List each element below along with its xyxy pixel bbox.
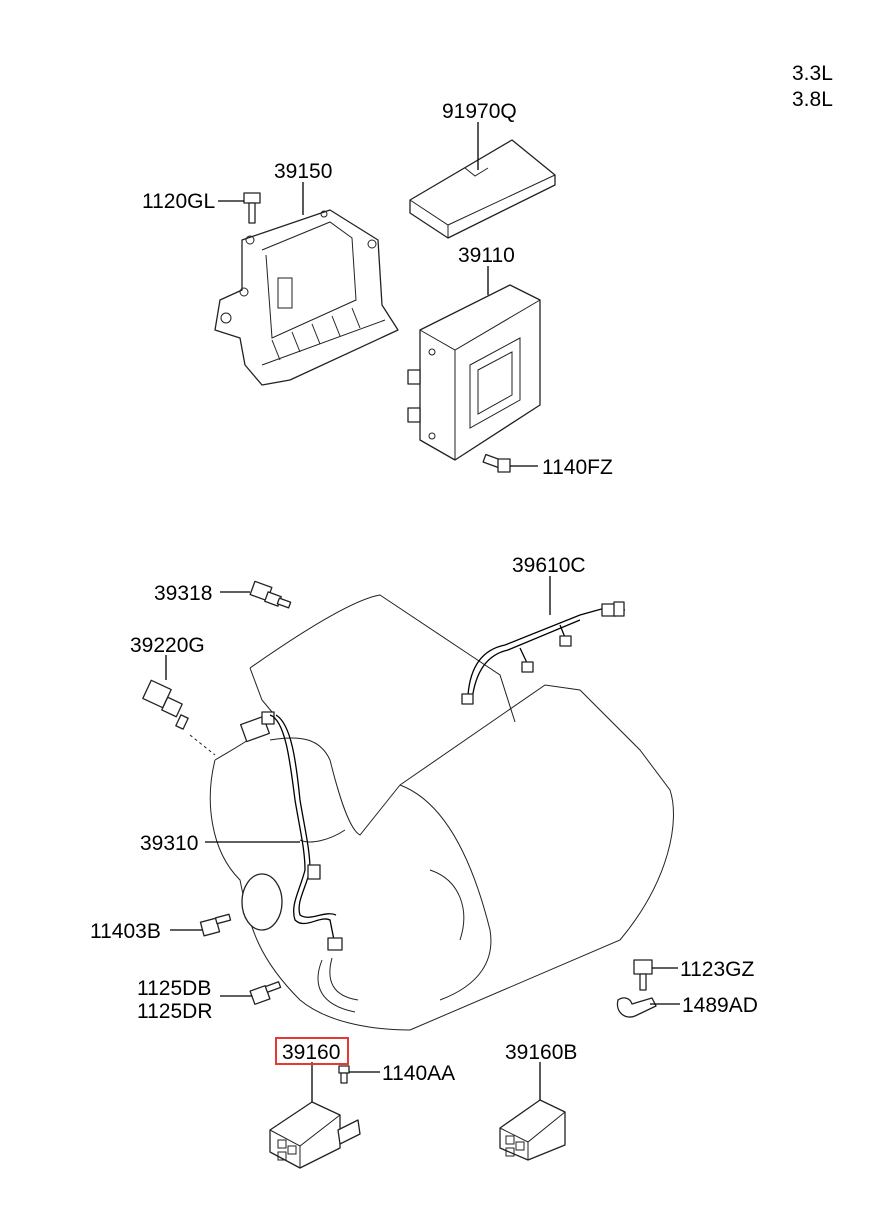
relay-39160-drawing	[269, 1101, 361, 1169]
label-1125DR[interactable]: 1125DR	[137, 1000, 213, 1023]
label-39610C[interactable]: 39610C	[512, 554, 586, 577]
sensor-39220G-icon	[142, 679, 189, 730]
highlight-box-39160	[275, 1037, 349, 1065]
label-91970Q[interactable]: 91970Q	[442, 100, 517, 123]
bolt-1125DB-icon	[249, 981, 282, 1005]
variant-label-2: 3.8L	[792, 88, 833, 111]
sensor-39318-icon	[249, 580, 292, 609]
label-1489AD[interactable]: 1489AD	[682, 994, 758, 1017]
variant-label-1: 3.3L	[792, 62, 833, 85]
label-39110[interactable]: 39110	[458, 244, 515, 267]
bracket-39150-drawing	[214, 209, 399, 386]
label-11403B[interactable]: 11403B	[90, 920, 161, 943]
harness-39610C-drawing	[461, 601, 626, 705]
label-1120GL[interactable]: 1120GL	[142, 190, 215, 213]
clip-1489AD-icon	[616, 997, 657, 1018]
bolt-11403B-icon	[199, 913, 232, 937]
bolt-1140FZ-icon	[482, 453, 511, 473]
label-39150[interactable]: 39150	[274, 160, 332, 183]
ecu-39110-drawing	[407, 284, 541, 461]
cover-91970Q-drawing	[409, 139, 556, 239]
bolt-1123GZ-icon	[633, 959, 653, 991]
label-1140AA[interactable]: 1140AA	[382, 1062, 455, 1085]
bolt-1120GL-icon	[243, 192, 261, 224]
relay-39160B-drawing	[499, 1099, 566, 1161]
harness-39310-drawing	[239, 711, 343, 951]
label-1123GZ[interactable]: 1123GZ	[680, 958, 754, 981]
label-39160[interactable]: 39160	[282, 1041, 340, 1064]
label-39160B[interactable]: 39160B	[505, 1041, 577, 1064]
engine-block-drawing	[209, 594, 674, 1031]
label-1140FZ[interactable]: 1140FZ	[542, 456, 613, 479]
label-39220G[interactable]: 39220G	[130, 634, 205, 657]
label-39310[interactable]: 39310	[140, 832, 198, 855]
label-39318[interactable]: 39318	[154, 582, 212, 605]
label-1125DB[interactable]: 1125DB	[137, 977, 211, 1000]
bolt-1140AA-icon	[338, 1065, 350, 1084]
